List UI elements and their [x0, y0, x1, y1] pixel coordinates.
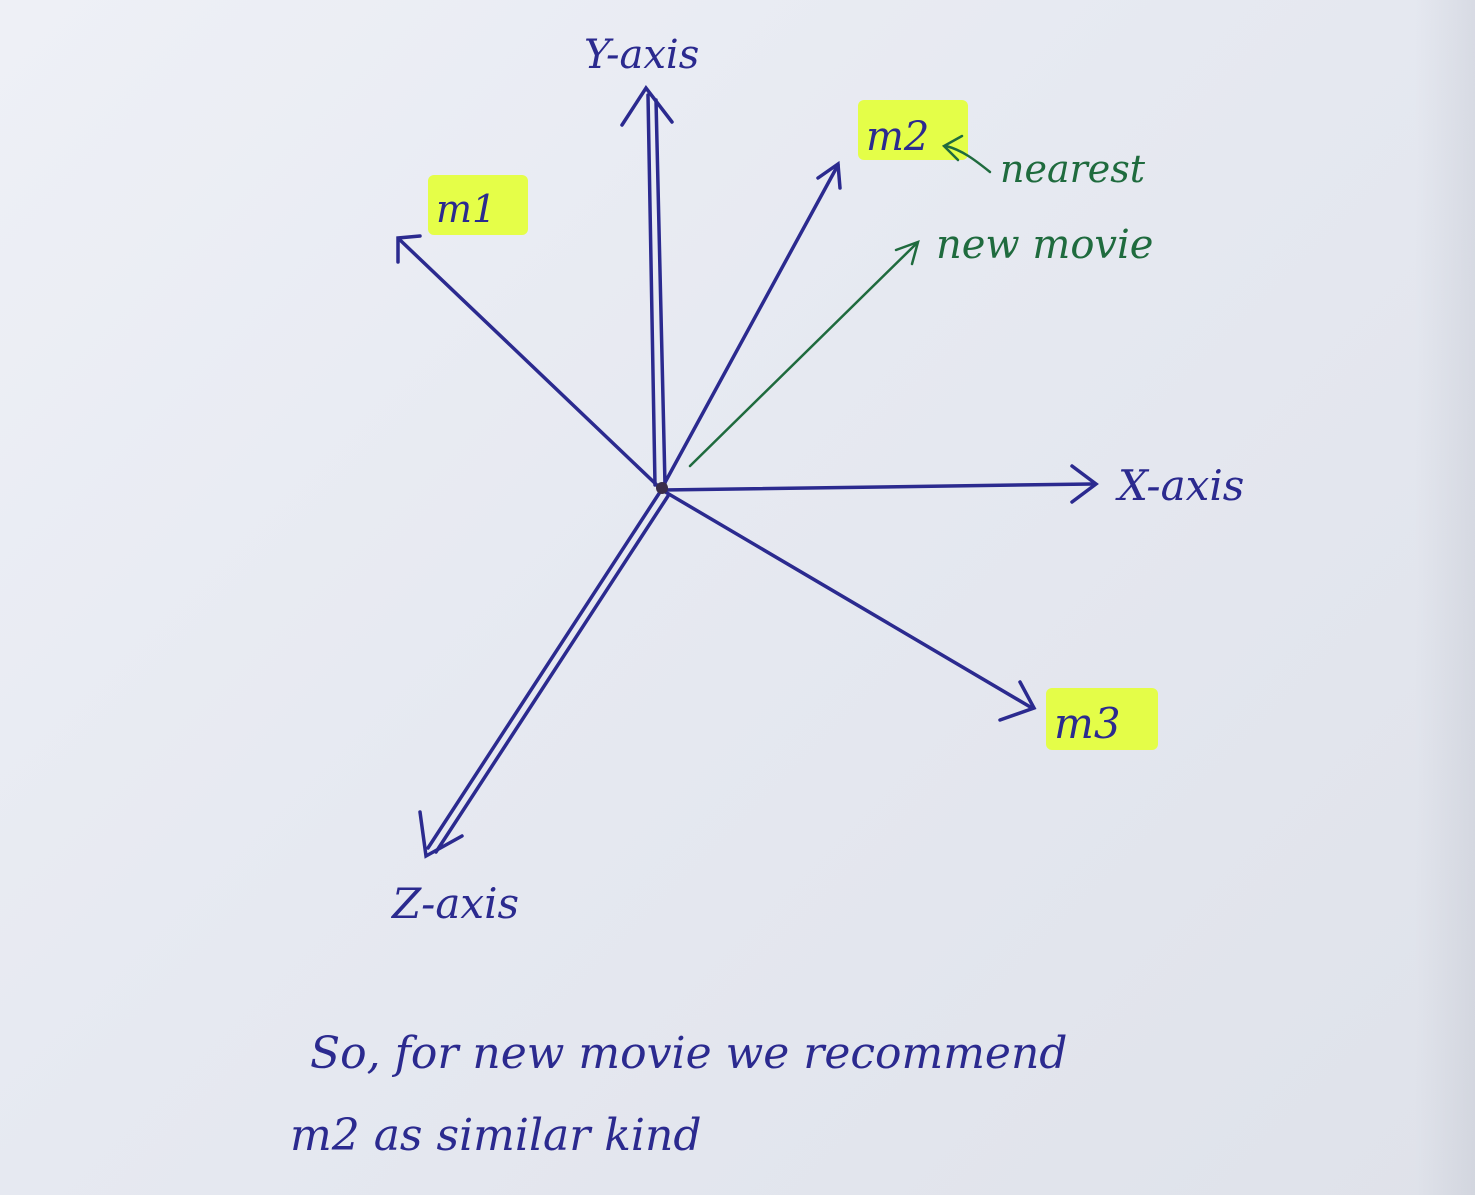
- m2-vector: [660, 160, 842, 490]
- page-shadow: [1415, 0, 1475, 1195]
- z-axis-label: Z-axis: [390, 879, 519, 928]
- y-axis-label: Y-axis: [584, 32, 699, 78]
- nearest-pointer-arrow: [941, 134, 992, 174]
- m3-highlight: [1046, 688, 1158, 750]
- m2-highlight: [858, 100, 968, 160]
- origin-point: [656, 482, 668, 494]
- m1-label: m1: [436, 187, 496, 231]
- m3-label: m3: [1054, 699, 1121, 748]
- new-movie-label: new movie: [936, 222, 1153, 268]
- m2-label: m2: [866, 114, 929, 160]
- conclusion-line-1: So, for new movie we recommend: [310, 1028, 1067, 1079]
- m1-vector: [396, 234, 662, 490]
- z-axis: [418, 490, 670, 859]
- m3-vector: [660, 488, 1037, 722]
- x-axis-label: X-axis: [1115, 461, 1244, 510]
- m1-highlight: [428, 175, 528, 235]
- x-axis: [660, 464, 1099, 504]
- new-movie-vector: [688, 240, 920, 468]
- nearest-label: nearest: [1000, 147, 1146, 191]
- y-axis: [620, 84, 674, 487]
- conclusion-line-2: m2 as similar kind: [290, 1110, 702, 1161]
